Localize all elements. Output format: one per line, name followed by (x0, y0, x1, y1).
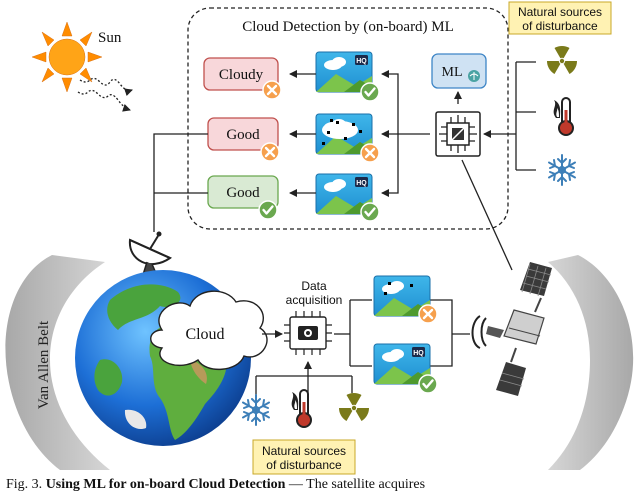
caption-bold: Using ML for on-board Cloud Detection (45, 477, 286, 492)
van-allen-belt-right (548, 255, 634, 470)
result-label: Good (226, 127, 260, 143)
processor-chip-icon (435, 111, 481, 157)
temperature-icon (552, 97, 574, 136)
temperature-icon (290, 389, 312, 428)
belt-label: Van Allen Belt (36, 320, 52, 409)
result-label: Cloudy (219, 67, 264, 83)
image-thumbnail-noisy (315, 113, 381, 164)
snowflake-icon (242, 394, 270, 426)
ml-label: ML (442, 65, 463, 80)
on-board-ml-box (187, 7, 509, 230)
disturbance-line: of disturbance (522, 19, 598, 33)
camera-sensor-icon (284, 311, 332, 355)
figure-caption: Fig. 3. Using ML for on-board Cloud Dete… (6, 477, 640, 493)
ml-model: ML (431, 53, 487, 89)
result-good-accepted: Good (207, 175, 279, 221)
disturbance-line: Natural sources (262, 444, 346, 458)
cloud-label: Cloud (185, 326, 224, 343)
caption-rest: — The satellite acquires (288, 477, 426, 492)
image-thumbnail-cloudy: HQ (315, 51, 381, 103)
accept-icon (257, 199, 279, 221)
data-acquisition-label: acquisition (286, 293, 343, 307)
result-label: Good (226, 185, 260, 201)
accept-icon (359, 201, 381, 223)
ml-box-title: Cloud Detection by (on-board) ML (242, 19, 454, 35)
sun-icon (31, 21, 103, 93)
disturbance-line: Natural sources (518, 5, 602, 19)
reject-icon (261, 79, 283, 101)
van-allen-belt-left (5, 255, 110, 470)
disturbance-label-top: Natural sources of disturbance (508, 1, 612, 35)
radiation-icon (547, 45, 577, 76)
acquired-image-clear: HQ (373, 343, 439, 395)
reject-icon (359, 142, 381, 164)
cloud-icon: Cloud (150, 290, 268, 371)
hq-badge: HQ (413, 350, 424, 357)
accept-icon (359, 81, 381, 103)
disturbance-line: of disturbance (266, 458, 342, 472)
image-thumbnail-clear: HQ (315, 173, 381, 223)
hq-badge: HQ (356, 58, 367, 65)
snowflake-icon (548, 154, 576, 186)
result-cloudy: Cloudy (203, 57, 283, 101)
brain-icon (468, 70, 480, 82)
reject-icon (259, 141, 281, 163)
sun-label: Sun (98, 30, 122, 46)
result-good-rejected: Good (207, 117, 281, 163)
sun-radiation-rays (77, 77, 133, 112)
radiation-icon (339, 392, 369, 423)
accept-icon (417, 373, 439, 395)
reject-icon (417, 303, 439, 325)
disturbance-label-bottom: Natural sources of disturbance (252, 439, 356, 475)
acquired-image-cloudy (373, 275, 439, 325)
caption-prefix: Fig. 3. (6, 477, 43, 492)
satellite-icon (471, 262, 552, 396)
data-acquisition-label: Data (301, 279, 327, 293)
hq-badge: HQ (356, 180, 367, 187)
